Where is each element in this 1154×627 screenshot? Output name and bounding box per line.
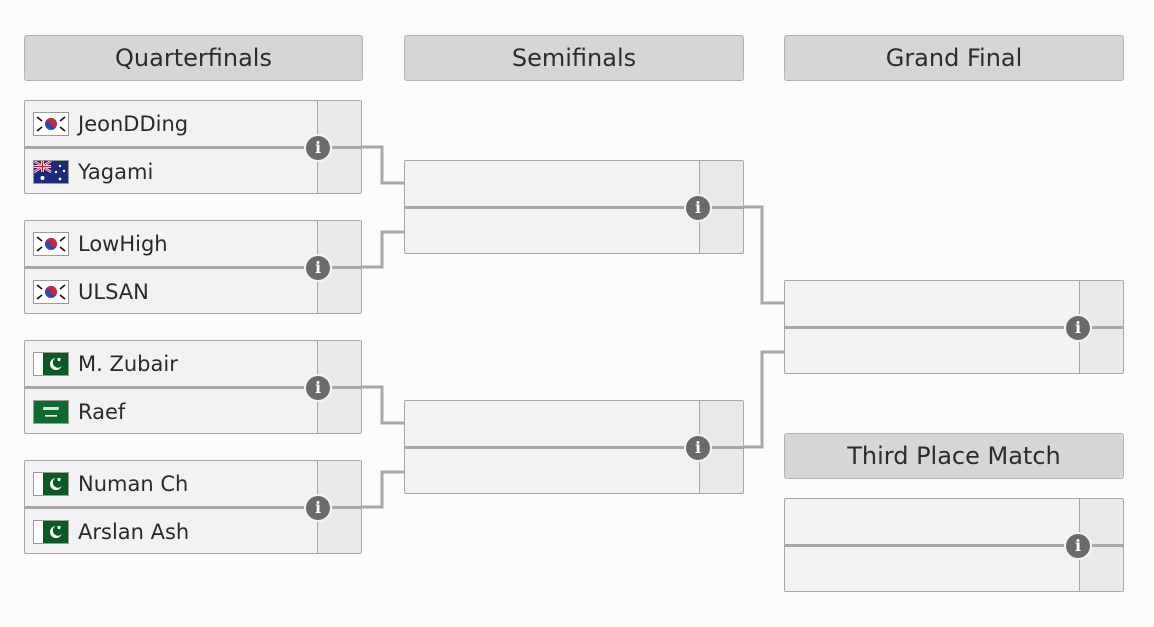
player-slot-bottom[interactable] [405,209,699,254]
quarterfinal-match-3[interactable]: M. Zubair Raef [24,340,362,434]
info-icon[interactable]: i [1066,316,1090,340]
player-slot-bottom[interactable]: Yagami [25,149,317,194]
player-slot-top[interactable] [785,499,1079,544]
quarterfinal-match-1[interactable]: JeonDDing Yagami [24,100,362,194]
match-divider [25,146,361,149]
player-slot-bottom[interactable] [785,547,1079,592]
player-slot-bottom[interactable] [785,329,1079,374]
match-divider [25,506,361,509]
player-name: Arslan Ash [78,519,190,544]
south-korea-flag-icon [33,111,69,136]
match-divider [405,206,743,209]
header-quarterfinals: Quarterfinals [24,35,363,81]
player-slot-top[interactable] [405,401,699,446]
grand-final-match[interactable] [784,280,1124,374]
match-divider [785,326,1123,329]
pakistan-flag-icon [33,351,69,376]
match-divider [25,266,361,269]
player-name: M. Zubair [78,351,178,376]
header-grand-final: Grand Final [784,35,1124,81]
player-slot-top[interactable] [405,161,699,206]
south-korea-flag-icon [33,231,69,256]
info-icon[interactable]: i [1066,534,1090,558]
quarterfinal-match-4[interactable]: Numan Ch Arslan Ash [24,460,362,554]
info-icon[interactable]: i [686,196,710,220]
australia-flag-icon [33,159,69,184]
player-name: Raef [78,399,126,424]
pakistan-flag-icon [33,519,69,544]
quarterfinal-match-2[interactable]: LowHigh ULSAN [24,220,362,314]
player-slot-top[interactable] [785,281,1079,326]
match-divider [25,386,361,389]
header-third-place: Third Place Match [784,433,1124,479]
header-semifinals-label: Semifinals [511,44,637,72]
pakistan-flag-icon [33,471,69,496]
info-icon[interactable]: i [306,256,330,280]
player-slot-top[interactable]: JeonDDing [25,101,317,146]
header-quarterfinals-label: Quarterfinals [115,44,272,72]
info-icon[interactable]: i [306,496,330,520]
player-name: LowHigh [78,231,168,256]
info-icon[interactable]: i [306,376,330,400]
header-semifinals: Semifinals [404,35,744,81]
player-name: ULSAN [78,279,149,304]
match-divider [405,446,743,449]
header-grand-final-label: Grand Final [885,44,1023,72]
player-name: Yagami [78,159,154,184]
player-slot-bottom[interactable]: Arslan Ash [25,509,317,554]
player-name: JeonDDing [78,111,189,136]
match-divider [785,544,1123,547]
player-slot-bottom[interactable]: ULSAN [25,269,317,314]
player-slot-bottom[interactable]: Raef [25,389,317,434]
player-slot-bottom[interactable] [405,449,699,494]
south-korea-flag-icon [33,279,69,304]
header-third-place-label: Third Place Match [847,442,1061,470]
player-name: Numan Ch [78,471,189,496]
info-icon[interactable]: i [686,436,710,460]
info-icon[interactable]: i [306,136,330,160]
player-slot-top[interactable]: LowHigh [25,221,317,266]
saudi-arabia-flag-icon [33,399,69,424]
player-slot-top[interactable]: Numan Ch [25,461,317,506]
semifinal-match-2[interactable] [404,400,744,494]
player-slot-top[interactable]: M. Zubair [25,341,317,386]
